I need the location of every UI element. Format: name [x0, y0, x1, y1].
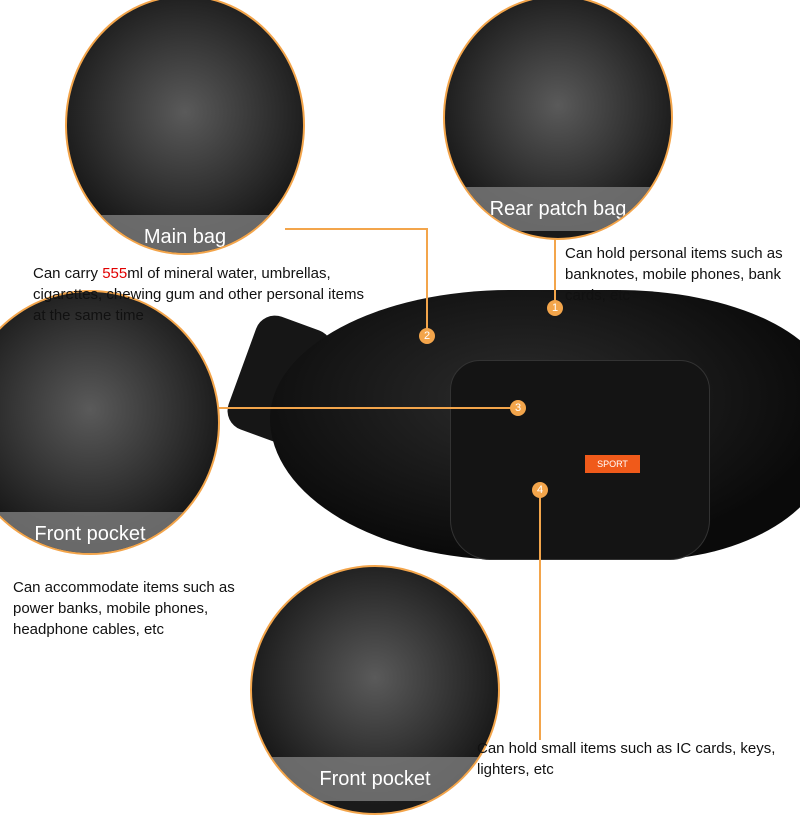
rear-patch-description: Can hold personal items such as banknote… [565, 245, 783, 304]
front-pocket-left-title: Front pocket [0, 512, 218, 553]
front-pocket-bottom-description: Can hold small items such as IC cards, k… [477, 740, 776, 778]
bag-front-pocket [450, 360, 710, 560]
marker-2: 2 [419, 328, 435, 344]
marker-4: 4 [532, 482, 548, 498]
rear-patch-title: Rear patch bag [445, 187, 671, 231]
marker-1: 1 [547, 300, 563, 316]
connector-line [539, 490, 541, 740]
connector-line [210, 407, 520, 409]
main-bag-circle: Main bag [65, 0, 305, 255]
front-pocket-left-circle: Front pocket [0, 290, 220, 555]
main-bag-title: Main bag [67, 215, 303, 253]
front-pocket-left-description: Can accommodate items such as power bank… [13, 579, 235, 638]
connector-line [285, 228, 427, 230]
rear-patch-circle: Rear patch bag [443, 0, 673, 240]
main-bag-description: Can carry 555ml of mineral water, umbrel… [33, 265, 365, 324]
front-pocket-bottom-circle: Front pocket [250, 565, 500, 815]
connector-line [554, 236, 556, 308]
connector-line [426, 228, 428, 336]
front-pocket-bottom-title: Front pocket [252, 757, 498, 801]
marker-3: 3 [510, 400, 526, 416]
brand-label: SPORT [585, 455, 640, 473]
